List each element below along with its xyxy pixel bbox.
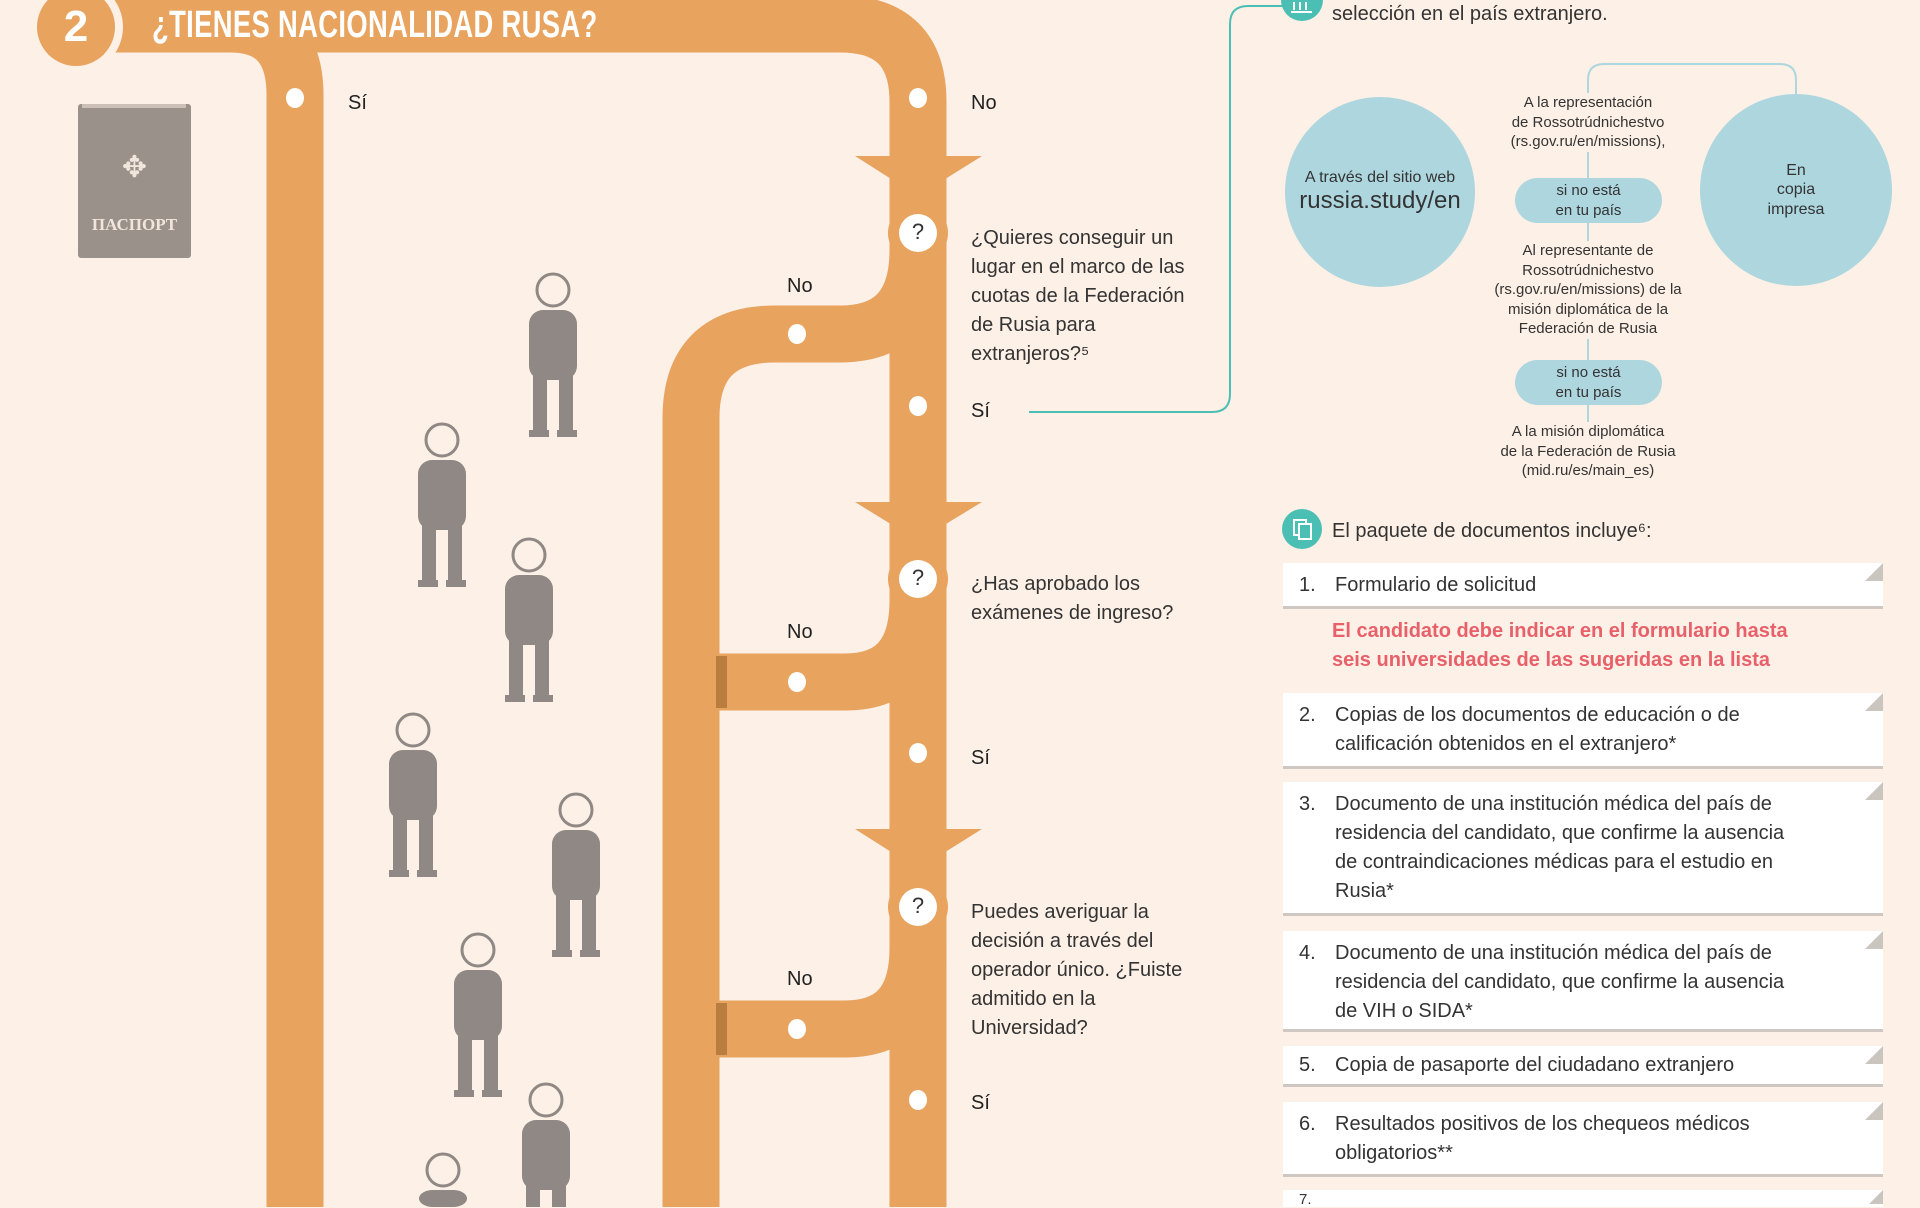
eagle-emblem-icon: ✥: [121, 151, 148, 184]
step-number: 2: [63, 2, 89, 51]
candidate-note: El candidato debe indicar en el formular…: [1332, 620, 1788, 671]
fold-corner-icon: [1865, 1046, 1883, 1064]
question-mark-icon: ?: [911, 219, 925, 244]
item-text: Copias de los documentos de educación o …: [1335, 704, 1740, 755]
document-item: 7.: [1283, 1190, 1883, 1207]
step-representative: Al representante de Rossotrúdnichestvo (…: [1468, 241, 1708, 339]
bracket-line: [1587, 63, 1797, 95]
merge-shadow: [716, 656, 727, 708]
branch-no-3: [700, 947, 947, 1058]
person-figure-icon: [552, 792, 600, 957]
item-text: Resultados positivos de los chequeos méd…: [1335, 1113, 1750, 1164]
question-admission: Puedes averiguar la decisión a través de…: [971, 901, 1183, 1039]
label-no: No: [787, 968, 813, 990]
person-figure-icon: [505, 537, 553, 702]
fold-corner-icon: [1865, 693, 1883, 711]
question-circle: [899, 888, 937, 926]
item-number: 6.: [1299, 1113, 1316, 1135]
online-circle: A través del sitio web russia.study/en: [1285, 97, 1475, 287]
item-text: Documento de una institución médica del …: [1335, 793, 1785, 902]
documents-heading: El paquete de documentos incluye⁶:: [1332, 520, 1652, 542]
question-mark-icon: ?: [911, 565, 925, 590]
online-prefix: A través del sitio web: [1304, 169, 1456, 186]
printed-circle: En copia impresa: [1700, 94, 1892, 286]
track-dot: [909, 88, 927, 108]
fold-corner-icon: [1865, 931, 1883, 949]
item-number: 1.: [1299, 574, 1316, 596]
item-number: 7.: [1299, 1191, 1312, 1208]
item-text: Formulario de solicitud: [1335, 574, 1537, 596]
institution-icon: [1281, 0, 1323, 21]
item-text: Documento de una institución médica del …: [1335, 942, 1785, 1022]
track-dot: [909, 743, 927, 763]
track-dot: [788, 1019, 806, 1039]
document-item: 4. Documento de una institución médica de…: [1283, 931, 1883, 1032]
label-yes: Sí: [348, 92, 367, 114]
condition-pill: si no está en tu país: [1515, 178, 1662, 223]
branch-no-1: [662, 249, 947, 1207]
item-number: 3.: [1299, 793, 1316, 815]
track-dot: [286, 88, 304, 108]
merge-shadow: [716, 1003, 727, 1055]
arrow-down-icon: [855, 829, 982, 869]
track-dot: [909, 396, 927, 416]
track-dot: [788, 324, 806, 344]
step-number-circle: [37, 0, 115, 66]
fold-corner-icon: [1865, 1102, 1883, 1120]
person-figure-icon: [419, 1152, 467, 1207]
arrow-down-icon: [855, 502, 982, 541]
document-item: 3. Documento de una institución médica de…: [1283, 782, 1883, 916]
person-figure-icon: [522, 1082, 570, 1207]
question-quota: ¿Quieres conseguir un lugar en el marco …: [971, 227, 1185, 365]
document-item: 5. Copia de pasaporte del ciudadano extra…: [1283, 1046, 1883, 1087]
label-no: No: [787, 621, 813, 643]
item-text: Copia de pasaporte del ciudadano extranj…: [1335, 1054, 1735, 1076]
question-mark-icon: ?: [911, 893, 925, 918]
document-item: 2. Copias de los documentos de educación …: [1283, 693, 1883, 769]
item-number: 4.: [1299, 942, 1316, 964]
label-yes: Sí: [971, 747, 990, 769]
step-rossotrudnichestvo: A la representación de Rossotrúdnichestv…: [1468, 93, 1708, 152]
question-circle: [899, 560, 937, 598]
person-figure-icon: [389, 712, 437, 877]
fold-corner-icon: [1865, 782, 1883, 800]
label-no: No: [971, 92, 997, 114]
person-figure-icon: [529, 272, 577, 437]
item-number: 5.: [1299, 1054, 1316, 1076]
fold-corner-icon: [1869, 1190, 1883, 1204]
question-circle: [899, 214, 937, 252]
selection-text: selección en el país extranjero.: [1332, 3, 1608, 25]
person-figure-icon: [418, 422, 466, 587]
track-dot: [788, 672, 806, 692]
person-figure-icon: [454, 932, 502, 1097]
condition-pill: si no está en tu país: [1515, 360, 1662, 405]
track-dot: [909, 1090, 927, 1110]
step-diplomatic-mission: A la misión diplomática de la Federación…: [1468, 422, 1708, 481]
branch-no-2: [700, 599, 947, 711]
arrow-down-icon: [855, 156, 982, 196]
online-site-link[interactable]: russia.study/en: [1299, 187, 1461, 214]
label-no: No: [787, 275, 813, 297]
document-item: 6. Resultados positivos de los chequeos m…: [1283, 1102, 1883, 1177]
step-title: ¿TIENES NACIONALIDAD RUSA?: [152, 4, 598, 46]
item-number: 2.: [1299, 704, 1316, 726]
yes-track: [228, 0, 324, 1207]
question-exams: ¿Has aprobado los exámenes de ingreso?: [971, 573, 1174, 624]
teal-connector: [1029, 5, 1290, 413]
passport-icon: [78, 104, 191, 258]
document-item: 1. Formulario de solicitud: [1283, 563, 1883, 609]
label-yes: Sí: [971, 400, 990, 422]
fold-corner-icon: [1865, 563, 1883, 581]
passport-label: ПАСПОРТ: [91, 215, 178, 234]
label-yes: Sí: [971, 1092, 990, 1114]
